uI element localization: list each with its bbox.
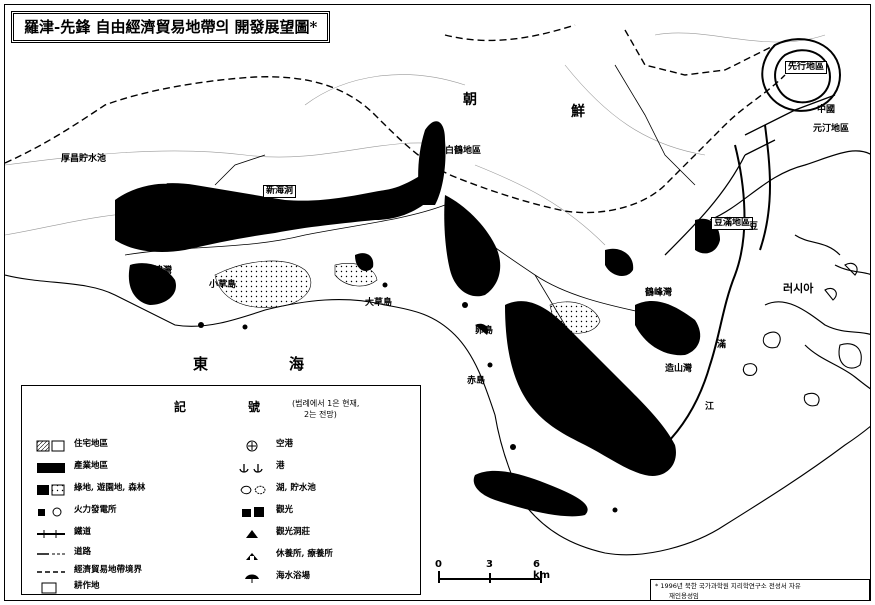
tourism-icon	[238, 503, 268, 517]
legend-title-2: 號	[248, 400, 261, 414]
place-wonjeong: 元汀地區	[813, 124, 850, 134]
legend-label-resort: 休養所, 療養所	[276, 549, 333, 559]
legend-label-residential: 住宅地區	[74, 439, 109, 449]
place-huchang-reservoir: 厚昌貯水池	[61, 154, 107, 164]
legend-label-tourism: 觀光	[276, 505, 294, 515]
tourist-village-icon	[238, 525, 268, 538]
river-label-1: 豆	[749, 222, 759, 232]
legend-item-beach: 海水浴場	[238, 568, 311, 583]
legend-item-resort: 休養所, 療養所	[238, 546, 333, 560]
legend-item-tourism: 觀光	[238, 502, 294, 517]
tumen-river	[664, 124, 771, 446]
footnote-line-1: * 1996년 북한 국가과학원 지리학연구소 전성서 자유	[655, 582, 801, 590]
korea-label-1: 朝	[463, 92, 477, 108]
harbor-icon	[238, 459, 268, 473]
legend-note: (범례에서 1은 현재, 2는 전망)	[292, 398, 359, 420]
legend-item-farmland: 耕作地	[36, 578, 100, 594]
place-socho: 小草島	[209, 280, 237, 290]
legend-label-power: 火力發電所	[74, 505, 117, 515]
legend-item-lake: 湖, 貯水池	[238, 480, 316, 495]
legend-label-beach: 海水浴場	[276, 571, 311, 581]
industrial-area-icon	[36, 459, 66, 473]
upper-river-loop	[761, 38, 842, 112]
place-hakbong: 鶴峰灣	[645, 288, 673, 298]
legend-item-harbor: 港	[238, 458, 285, 473]
legend-label-tourist-village: 觀光洞莊	[276, 527, 311, 537]
legend-item-industrial: 產業地區	[36, 458, 109, 473]
scale-tick-0: 0	[435, 559, 442, 570]
power-plant-icon	[36, 503, 66, 517]
legend-item-residential: 住宅地區	[36, 436, 109, 452]
legend-title-1: 記	[174, 400, 187, 414]
river-label-3: 江	[705, 402, 715, 412]
residential-area-icon	[36, 437, 66, 452]
zone-boundary-icon	[36, 563, 66, 575]
map-title: 羅津-先鋒 自由經濟貿易地帶의 開發展望圖*	[11, 11, 331, 43]
place-huchang: 厚昌地區	[131, 176, 168, 186]
place-jeokdo: 赤島	[467, 376, 486, 386]
railway-lines	[664, 94, 836, 256]
resort-icon	[238, 547, 268, 560]
legend-note-line-1: (범례에서 1은 현재,	[292, 399, 360, 408]
legend-label-farmland: 耕作地	[74, 581, 100, 591]
industrial-areas	[115, 121, 720, 517]
islands	[198, 282, 618, 513]
airport-icon	[238, 437, 268, 452]
scale-tick-3: 3	[486, 559, 493, 570]
river-label-2: 滿	[717, 340, 727, 350]
legend-label-boundary: 經濟貿易地帶境界	[74, 565, 143, 575]
legend-label-green: 綠地, 遊園地, 森林	[74, 483, 146, 493]
footnote: * 1996년 북한 국가과학원 지리학연구소 전성서 자유 재인용성임	[650, 579, 870, 600]
place-daecho: 大草島	[365, 298, 393, 308]
map-canvas	[5, 24, 870, 556]
green-area-icon	[36, 481, 66, 496]
russia-coastline	[709, 150, 870, 390]
green-areas	[214, 260, 601, 334]
legend-label-airport: 空港	[276, 439, 294, 449]
legend-item-boundary: 經濟貿易地帶境界	[36, 562, 142, 576]
legend-label-harbor: 港	[276, 461, 285, 471]
railway-icon	[36, 525, 66, 538]
beach-icon	[238, 569, 268, 583]
sea-label-1: 東	[193, 355, 211, 373]
legend-label-road: 道路	[74, 547, 92, 557]
place-duman: 豆滿地區	[711, 217, 754, 230]
legend-label-industrial: 產業地區	[74, 461, 109, 471]
road-icon	[36, 545, 66, 557]
sea-label-2: 海	[289, 355, 307, 373]
map-frame: 羅津-先鋒 自由經濟貿易地帶의 開發展望圖* 朝 鮮 러시아 中國 東 海 先行…	[4, 4, 871, 601]
legend-item-railway: 鐵道	[36, 524, 91, 538]
legend-item-tourist-village: 觀光洞莊	[238, 524, 310, 538]
farmland-icon	[36, 579, 66, 594]
scale-bar: 0 3 6 km	[435, 553, 555, 593]
korea-label-2: 鮮	[571, 104, 585, 120]
place-josan-bay: 造山灣	[665, 364, 693, 374]
legend-label-lake: 湖, 貯水池	[276, 483, 316, 493]
place-sinhae: 新海洞	[263, 185, 297, 198]
zone-boundary	[5, 24, 786, 214]
scale-tick-6: 6 km	[533, 559, 551, 581]
legend-note-line-2: 2는 전망)	[304, 410, 337, 419]
legend-item-green: 綠地, 遊園地, 森林	[36, 480, 146, 496]
legend-item-road: 道路	[36, 544, 91, 558]
russia-lakes	[742, 262, 862, 407]
place-rajin-bay: 羅津灣	[145, 266, 173, 276]
residential-areas	[179, 202, 604, 386]
russia-label: 러시아	[783, 282, 814, 295]
place-seonhaeng: 先行地區	[785, 61, 828, 74]
china-label: 中國	[817, 105, 836, 115]
place-baekhak: 白鶴地區	[445, 146, 482, 156]
legend-item-airport: 空港	[238, 436, 294, 452]
footnote-line-2: 재인용성임	[669, 592, 699, 600]
coastline	[5, 274, 870, 556]
contour-lines	[5, 32, 826, 246]
place-nando: 卵島	[475, 326, 494, 336]
legend-label-railway: 鐵道	[74, 527, 92, 537]
lake-icon	[238, 481, 268, 495]
legend-panel: 記 號 (범례에서 1은 현재, 2는 전망) 住宅地區 產業地區 綠地, 遊園…	[21, 385, 421, 595]
legend-item-power: 火力發電所	[36, 502, 117, 517]
